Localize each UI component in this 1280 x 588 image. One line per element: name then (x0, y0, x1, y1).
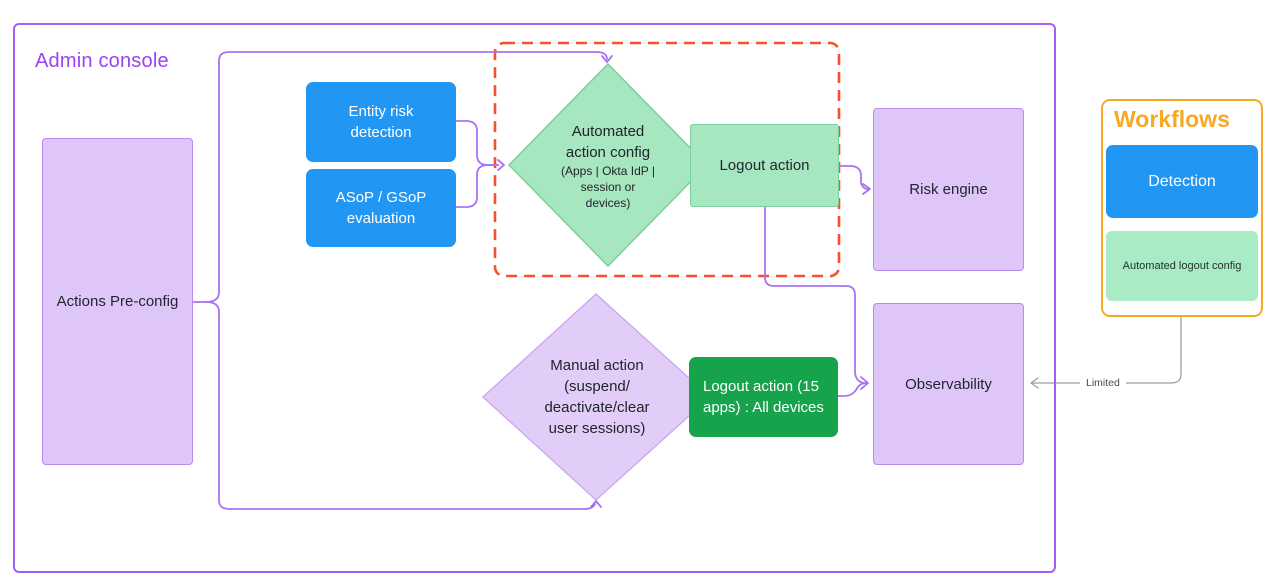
edge-actions-to-automated-diamond (205, 51, 608, 303)
automated-action-config-label: Automated action config (Apps | Okta IdP… (560, 123, 656, 210)
risk-engine-label: Risk engine (909, 181, 988, 198)
edge-logout-to-observability (764, 206, 867, 384)
actions-preconfig-node: Actions Pre-config (42, 138, 193, 465)
risk-engine-node: Risk engine (873, 108, 1024, 271)
observability-label: Observability (905, 375, 992, 393)
entity-risk-detection-node: Entity risk detection (306, 82, 456, 162)
logout-all-devices-label: Logout action (15 apps) : All devices (703, 378, 824, 416)
automated-logout-config-node: Automated logout config (1106, 231, 1258, 301)
workflows-title: Workflows (1114, 106, 1230, 132)
edge-workflows-to-observability (1030, 316, 1182, 384)
detection-label: Detection (1148, 173, 1216, 190)
admin-console-title: Admin console (35, 50, 169, 72)
arrow-into-automated-left (497, 159, 505, 171)
asop-gsop-evaluation-node: ASoP / GSoP evaluation (306, 169, 456, 247)
logout-action-node: Logout action (690, 124, 839, 207)
limited-edge-label: Limited (1080, 376, 1126, 390)
arrow-into-manual-bottom (590, 500, 602, 508)
arrow-into-observability-right (1030, 377, 1039, 389)
admin-console-container (13, 23, 1056, 573)
arrow-into-risk-engine (862, 183, 871, 195)
entity-risk-detection-label: Entity risk detection (348, 103, 414, 141)
automated-logout-config-label: Automated logout config (1122, 260, 1242, 272)
logout-all-devices-node: Logout action (15 apps) : All devices (689, 357, 838, 437)
manual-action-label: Manual action (suspend/ deactivate/clear… (544, 357, 650, 437)
automated-action-config-diamond (507, 62, 709, 268)
edge-logout-to-risk-engine (838, 165, 869, 190)
edge-logout-all-devices-to-observability (837, 382, 867, 397)
edge-entity-risk-to-automated (455, 120, 499, 166)
edge-asop-to-automated (455, 164, 499, 208)
logout-action-label: Logout action (719, 157, 810, 174)
detection-node: Detection (1106, 145, 1258, 218)
actions-preconfig-label: Actions Pre-config (56, 293, 179, 310)
observability-node: Observability (873, 303, 1024, 465)
automation-scope-dashed-outline (493, 41, 841, 278)
asop-gsop-evaluation-label: ASoP / GSoP evaluation (335, 189, 427, 227)
manual-action-diamond (482, 293, 711, 501)
arrow-into-observability (860, 376, 869, 390)
arrow-into-automated-top (601, 55, 613, 63)
